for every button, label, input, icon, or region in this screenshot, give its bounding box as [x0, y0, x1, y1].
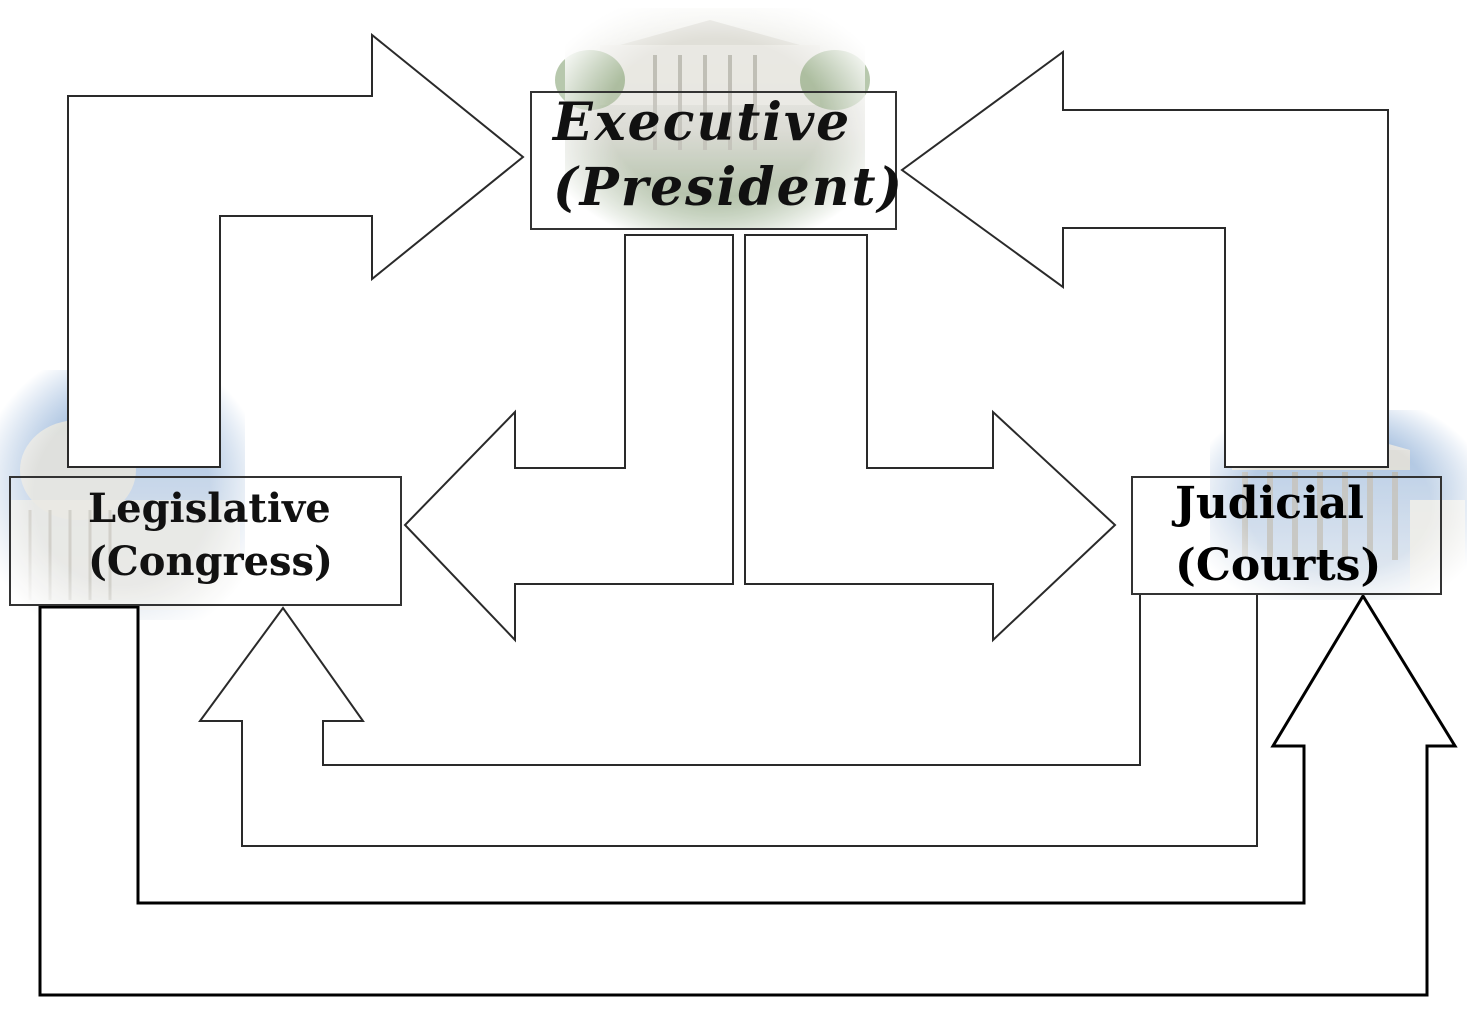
white-house-photo	[555, 8, 870, 228]
legislative-subtitle: (Congress)	[88, 538, 333, 585]
executive-title: Executive	[551, 92, 851, 153]
arrow-legislative-to-executive	[67, 32, 525, 468]
arrow-executive-to-judicial	[744, 234, 1117, 643]
legislative-title: Legislative	[88, 485, 331, 532]
arrow-judicial-to-executive	[900, 50, 1389, 468]
legislative-box: Legislative (Congress)	[9, 476, 402, 606]
arrow-legislative-to-judicial	[38, 593, 1458, 997]
executive-subtitle: (President)	[553, 157, 904, 218]
judicial-title: Judicial	[1171, 478, 1364, 529]
arrow-judicial-to-legislative	[198, 593, 1258, 847]
executive-box: Executive (President)	[530, 91, 904, 230]
judicial-box: Judicial (Courts)	[1131, 476, 1442, 595]
arrow-executive-to-legislative	[403, 234, 734, 643]
judicial-subtitle: (Courts)	[1175, 540, 1381, 591]
